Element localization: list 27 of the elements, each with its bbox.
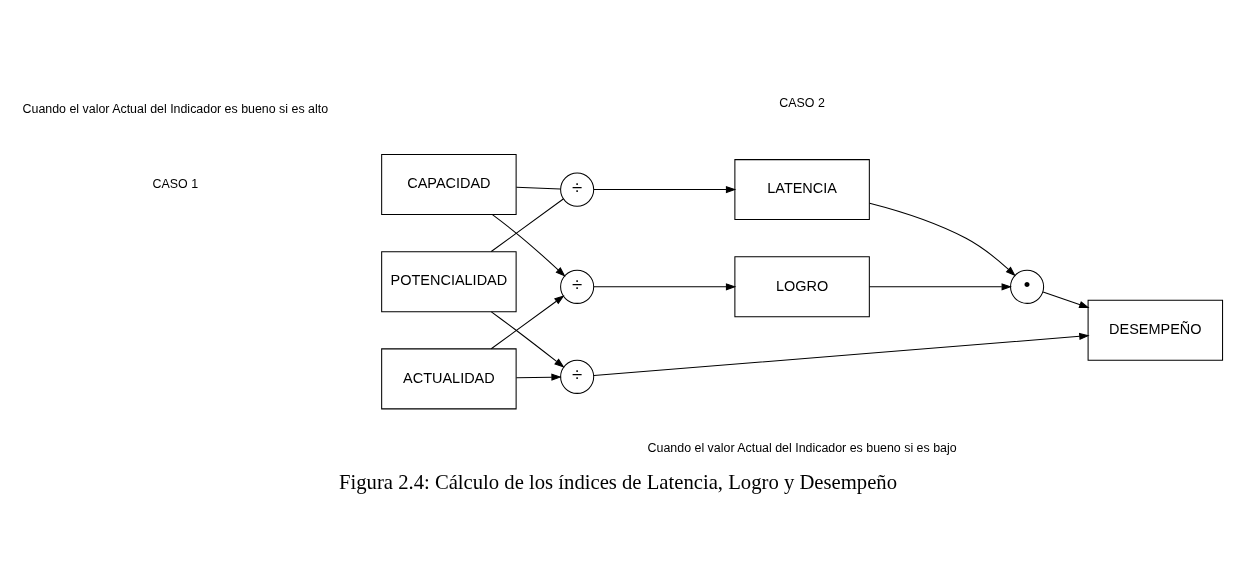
node-box: ACTUALIDAD — [381, 347, 517, 409]
node-box: LATENCIA — [734, 158, 870, 220]
node-circle: ÷ — [560, 172, 595, 207]
node-circle: ÷ — [560, 269, 595, 304]
node-circle: ÷ — [560, 359, 595, 394]
arrow — [868, 282, 1012, 290]
arrow — [515, 373, 562, 381]
arrow — [491, 213, 566, 277]
node-box: POTENCIALIDAD — [381, 250, 517, 312]
node-circle: • — [1010, 269, 1045, 304]
arrow — [593, 332, 1090, 376]
node-box: DESEMPEÑO — [1087, 299, 1224, 361]
label: Cuando el valor Actual del Indicador es bueno si es bajo — [647, 440, 957, 455]
connector — [490, 197, 564, 252]
label: CASO 1 — [152, 176, 199, 191]
connector — [515, 186, 561, 189]
arrow — [593, 185, 737, 193]
arrow — [490, 310, 565, 368]
label: CASO 2 — [779, 95, 825, 110]
node-box: LOGRO — [734, 255, 870, 317]
node-box: CAPACIDAD — [381, 153, 517, 215]
arrow — [1042, 290, 1090, 308]
arrow — [869, 202, 1016, 276]
arrow — [490, 294, 565, 349]
label: Cuando el valor Actual del Indicador es bueno si es alto — [22, 101, 329, 116]
arrow — [593, 282, 737, 290]
diagram-title: Figura 2.4: Cálculo de los índices de Latencia, Logro y Desempeño — [339, 470, 897, 493]
